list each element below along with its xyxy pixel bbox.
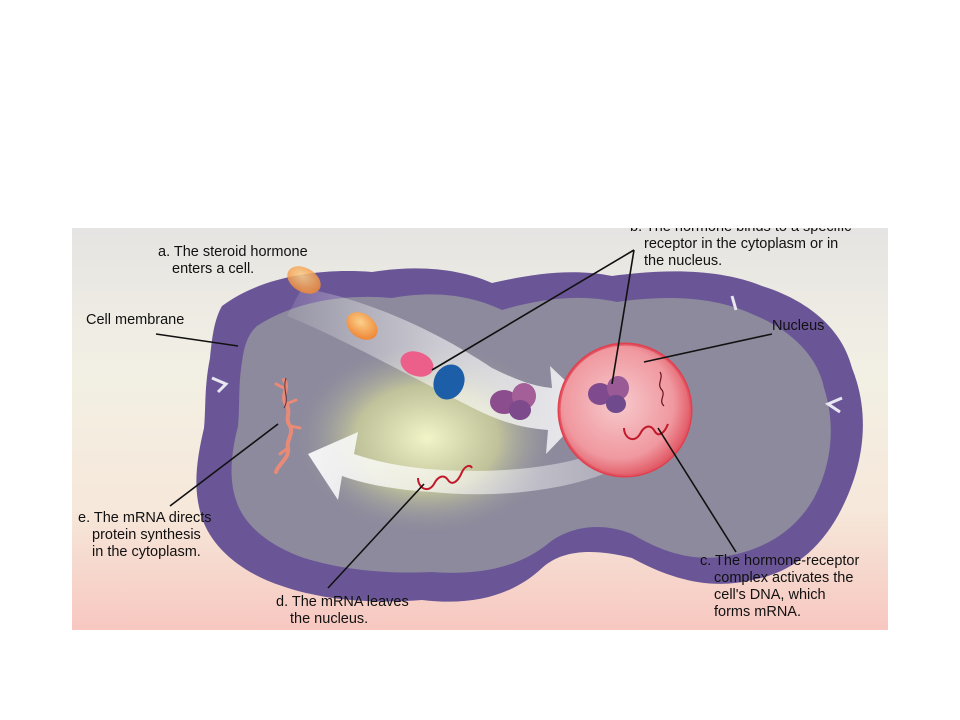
nucleus-callout — [643, 333, 773, 363]
receptor-callout-nucleus — [611, 249, 635, 385]
label-c: c. The hormone-receptor complex activate… — [700, 553, 859, 621]
label-e-line3: in the cytoplasm. — [92, 544, 201, 560]
label-a-line1: a. The steroid hormone — [158, 244, 308, 260]
label-b-line1: b. The hormone binds to a specific — [630, 228, 851, 236]
bound-hormone — [400, 351, 434, 377]
hormone-inside — [346, 312, 378, 340]
label-b: b. The hormone binds to a specific recep… — [630, 228, 851, 270]
label-d-line1: d. The mRNA leaves — [276, 594, 409, 610]
membrane-notch — [730, 295, 738, 311]
nucleus-highlight — [559, 344, 691, 476]
mrna-leaving — [417, 464, 473, 491]
mrna-path-arrow — [308, 432, 632, 500]
protein-synthesis-callout — [169, 423, 279, 507]
membrane-notch — [211, 376, 229, 394]
hormone-outside — [287, 266, 321, 294]
label-e-line1: e. The mRNA directs — [78, 510, 212, 526]
label-c-line2: complex activates the — [714, 570, 854, 586]
protein-branches — [274, 382, 302, 456]
label-nucleus: Nucleus — [772, 318, 825, 334]
nuclear-complex-part — [606, 395, 626, 413]
label-e-line2: protein synthesis — [92, 527, 201, 543]
dna-strand — [659, 371, 665, 407]
mrna-leaves-callout — [327, 483, 425, 589]
label-d: d. The mRNA leaves the nucleus. — [276, 594, 409, 628]
nuclear-complex-part — [588, 383, 612, 405]
dna-callout — [657, 427, 737, 553]
nucleus-shape — [557, 342, 693, 478]
complex-part — [509, 400, 531, 420]
label-c-line3: cell's DNA, which — [714, 587, 826, 603]
label-c-line4: forms mRNA. — [714, 604, 801, 620]
receptor-callout-cytoplasm — [431, 249, 635, 371]
mrna-at-ribosome — [283, 377, 287, 409]
label-c-line1: c. The hormone-receptor — [700, 553, 860, 569]
label-b-line3: the nucleus. — [644, 253, 723, 269]
label-b-line2: receptor in the cytoplasm or in — [644, 236, 839, 252]
label-a: a. The steroid hormone enters a cell. — [158, 244, 308, 278]
membrane-notch — [824, 396, 843, 414]
receptor — [433, 364, 465, 400]
steroid-hormone-diagram: a. The steroid hormone enters a cell. b.… — [72, 228, 888, 630]
label-d-line2: the nucleus. — [290, 611, 369, 627]
label-cell-membrane: Cell membrane — [86, 312, 185, 328]
cell-membrane-callout — [155, 333, 239, 347]
label-a-line2: enters a cell. — [172, 261, 255, 277]
cell-illustration — [72, 228, 888, 630]
label-e: e. The mRNA directs protein synthesis in… — [78, 510, 212, 561]
